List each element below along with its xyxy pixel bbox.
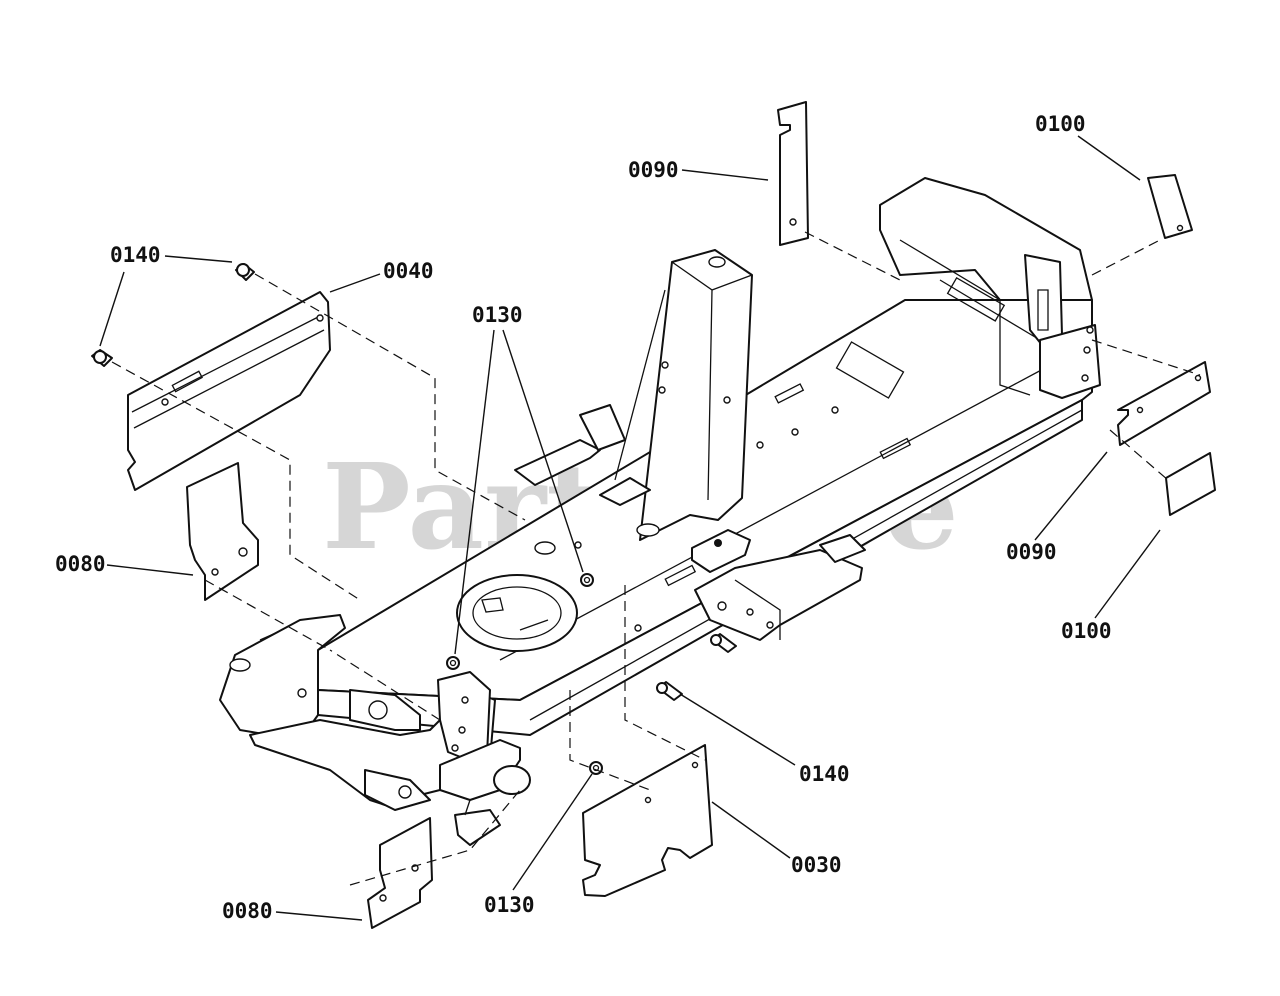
main-frame: [219, 177, 1101, 846]
callout-0130-bottom: 0130: [484, 893, 535, 917]
part-0140-screws-top: [91, 263, 255, 367]
callout-0090-right: 0090: [1006, 540, 1057, 564]
part-0140-screws-bottom: [656, 633, 737, 701]
callout-labels: 0090 0100 0140 0040 0130 0080 0090 0100 …: [55, 112, 1112, 923]
callout-0100-right: 0100: [1061, 619, 1112, 643]
callout-0100-top: 0100: [1035, 112, 1086, 136]
leader-lines: [99, 135, 1161, 921]
part-0040: [127, 291, 331, 491]
callout-0080-bottom: 0080: [222, 899, 273, 923]
part-0100-top: [1147, 174, 1193, 239]
part-0080-bottom: [367, 817, 433, 929]
part-0090-right: [1117, 361, 1211, 446]
part-0030: [582, 744, 713, 897]
part-0130-nuts: [446, 573, 603, 775]
callout-0080-left: 0080: [55, 552, 106, 576]
part-0100-right: [1165, 452, 1216, 516]
callout-0130-top: 0130: [472, 303, 523, 327]
callout-0090-top: 0090: [628, 158, 679, 182]
part-0080-left: [186, 462, 259, 601]
callout-0030: 0030: [791, 853, 842, 877]
part-0090-top: [777, 101, 809, 246]
callout-0140-left: 0140: [110, 243, 161, 267]
assembly-lines: [111, 231, 1201, 886]
callout-0140-bottom: 0140: [799, 762, 850, 786]
callout-0040: 0040: [383, 259, 434, 283]
